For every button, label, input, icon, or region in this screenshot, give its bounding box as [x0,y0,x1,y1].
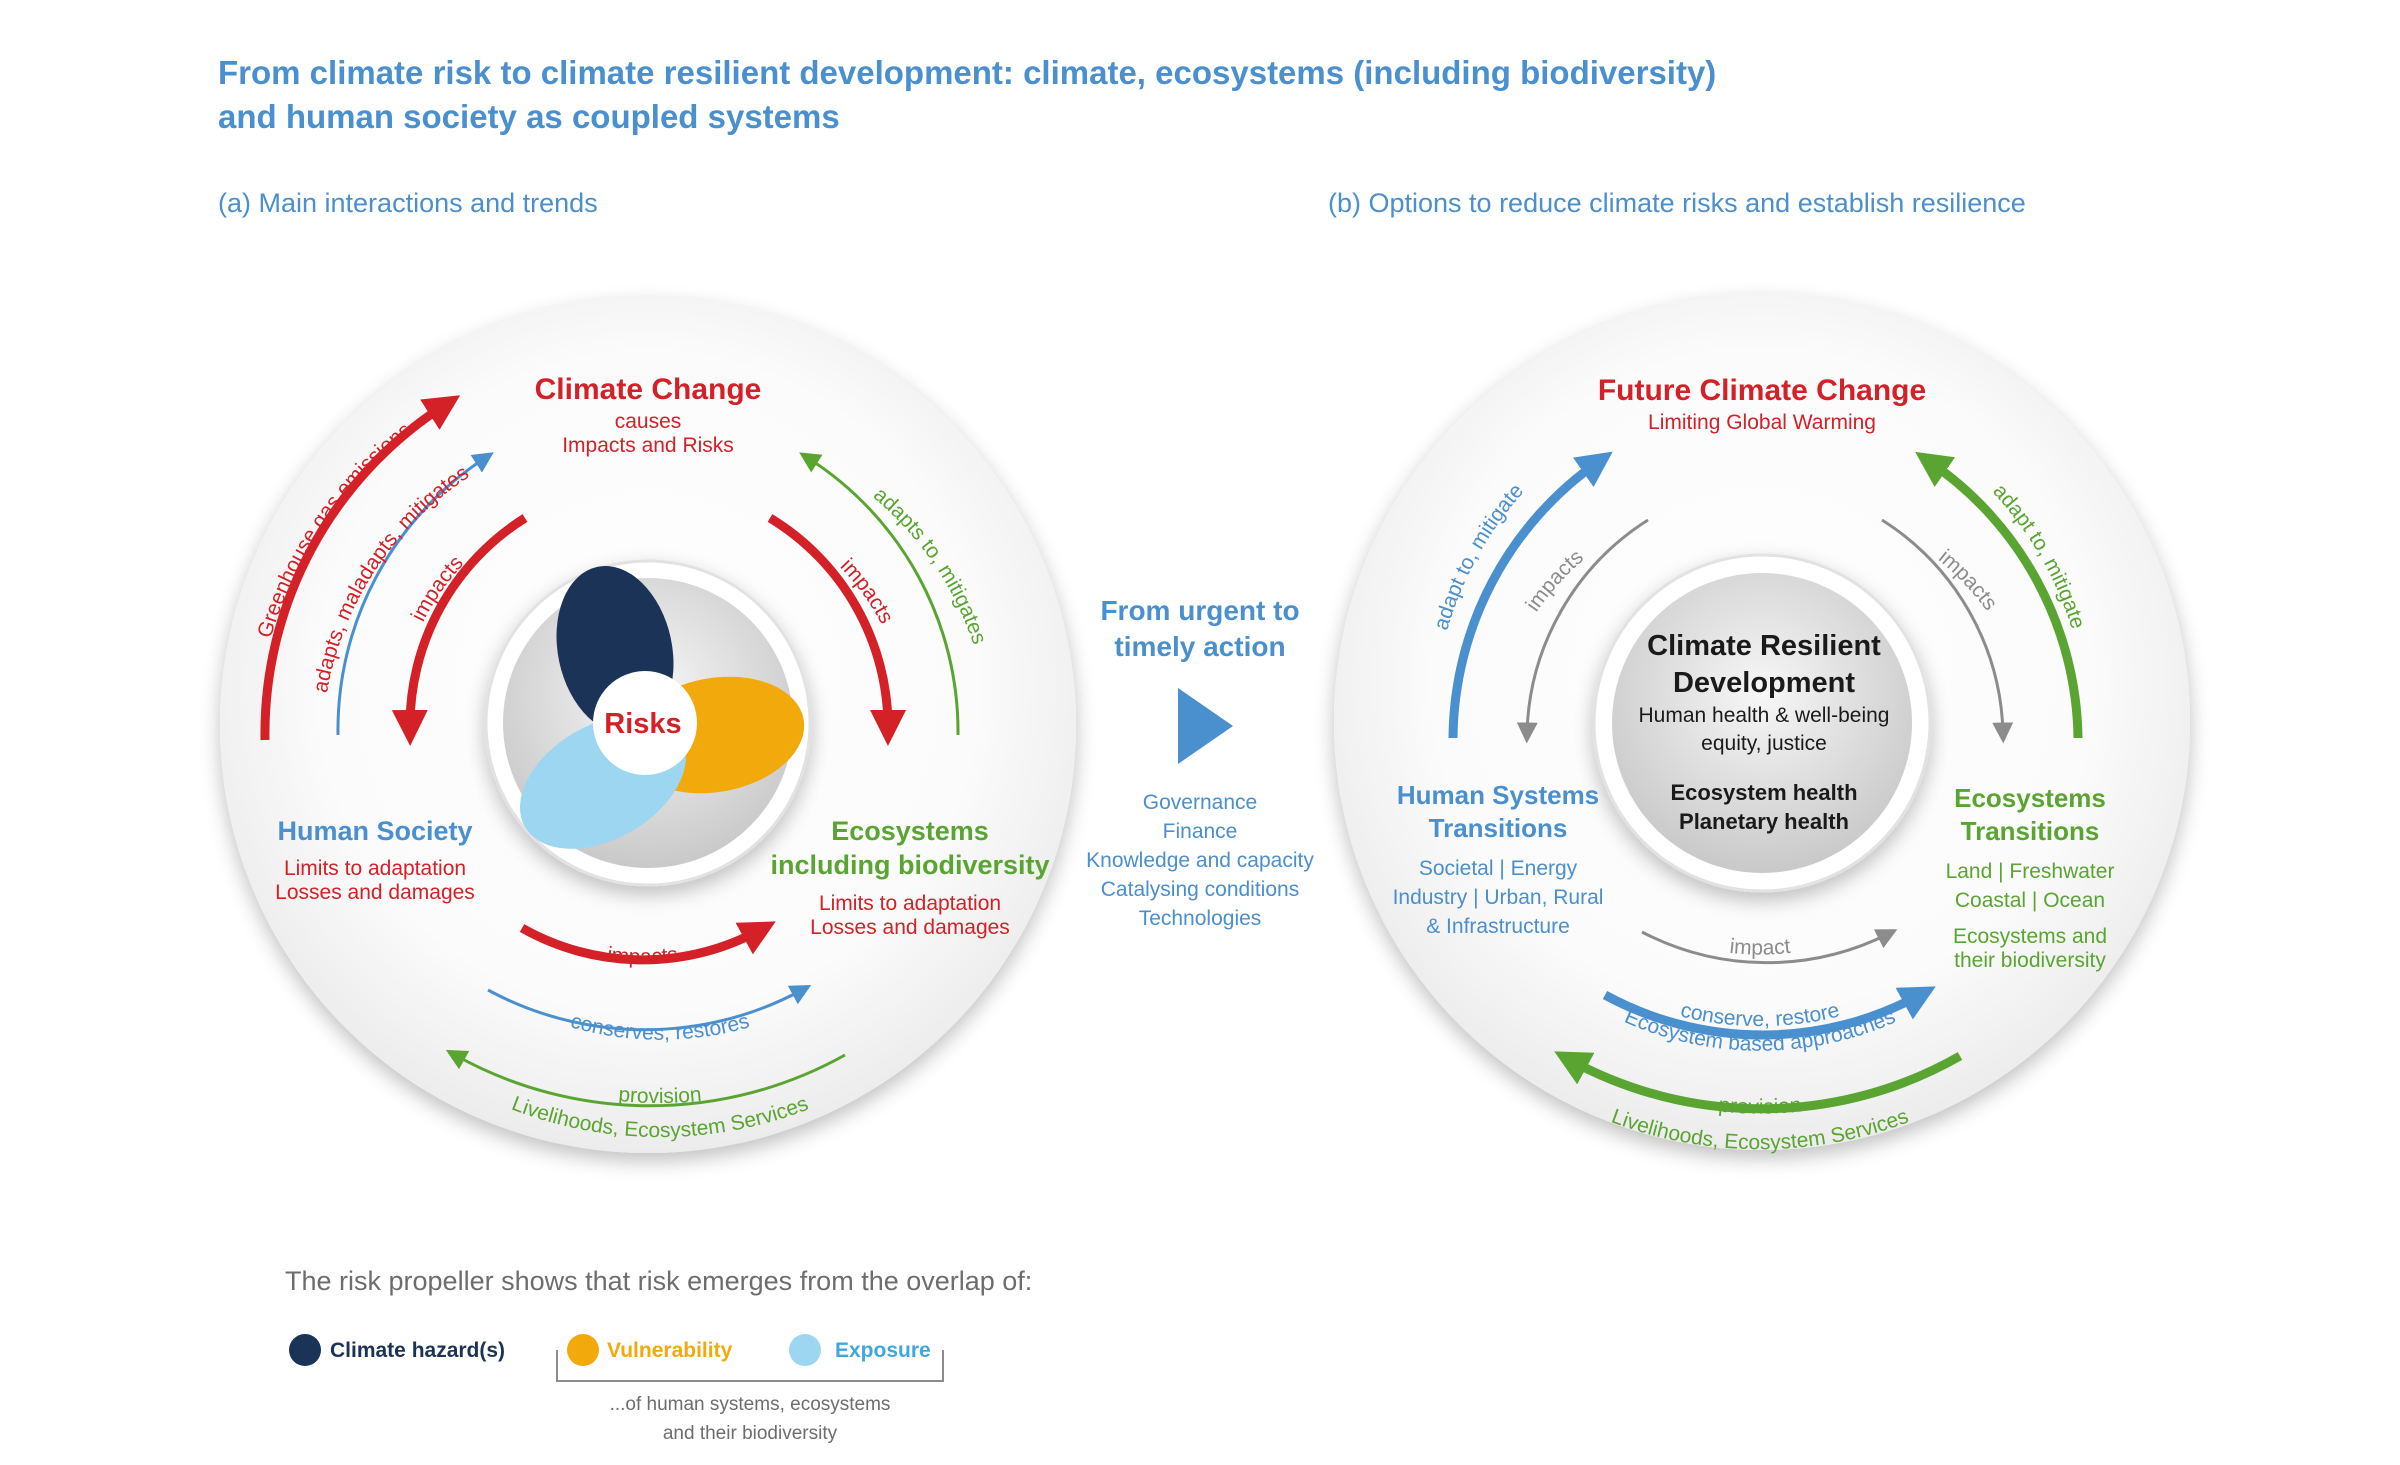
legend-note1: ...of human systems, ecosystems [610,1394,891,1415]
legend: The risk propeller shows that risk emerg… [285,1266,1032,1444]
risks-label: Risks [604,708,681,740]
human-society-line2: Losses and damages [275,881,475,904]
adapts-arrow [336,452,494,736]
eco-transitions-line2: Coastal | Ocean [1955,889,2105,912]
climate-hazard-swatch [289,1334,321,1366]
legend-bracket [556,1350,944,1382]
provision-b-arrow [1554,1051,1963,1114]
middle-item-4: Technologies [1139,907,1262,930]
provision-arrow [445,1049,846,1108]
ecosystems-title1: Ecosystems [831,816,989,846]
legend-vulnerability: Vulnerability [607,1339,733,1362]
climate-change-line1: causes [615,410,682,433]
crd-title1: Climate Resilient [1647,630,1881,662]
eco-transitions-line4: their biodiversity [1954,949,2106,972]
adapt-right-arrow [1915,451,2083,739]
ghg-emissions-arrow [260,395,461,741]
impact-bottom-arrow [1641,929,1898,965]
human-society-title: Human Society [277,816,472,846]
crd-title2: Development [1673,667,1855,699]
crd-line1: Human health & well-being [1639,704,1890,727]
provision-label: provision [618,1083,703,1108]
human-systems-title1: Human Systems [1397,780,1599,810]
middle-item-3: Catalysing conditions [1101,878,1299,901]
panel-a: Risks Climate Change causes Impacts and … [220,297,1076,1153]
provision-b-textpath: provision [1718,1093,1803,1118]
impacts-bottom-textpath: impacts [606,943,680,969]
impact-bottom-label: impact [1729,935,1792,960]
legend-hazard: Climate hazard(s) [330,1339,505,1362]
impacts-left-b-arrow [1516,518,1649,744]
ecosystems-line1: Limits to adaptation [819,892,1001,915]
human-systems-line2: Industry | Urban, Rural [1393,886,1604,909]
middle-title-line2: timely action [1114,631,1285,662]
impacts-bottom-label: impacts [606,943,680,969]
panel-b: Climate Resilient Development Human heal… [1334,294,2190,1154]
vulnerability-swatch [567,1334,599,1366]
impacts-left-arrow [391,514,528,746]
crd-line3: Ecosystem health [1670,780,1857,805]
middle-title-line1: From urgent to [1100,595,1299,626]
eco-transitions-line1: Land | Freshwater [1946,860,2115,883]
impacts-right-arrow [767,514,907,746]
legend-note2: and their biodiversity [663,1423,838,1444]
crd-disc [1612,573,1912,873]
figure-title-line1: From climate risk to climate resilient d… [218,54,1716,91]
eco-transitions-title2: Transitions [1961,816,2100,846]
impact-bottom-textpath: impact [1729,935,1792,960]
adapt-left-arrow [1448,451,1613,739]
eco-transitions-line3: Ecosystems and [1953,925,2107,948]
conserves-arrow [487,985,812,1032]
impacts-bottom-arrow [519,921,776,965]
impacts-right-b-arrow [1881,518,2014,744]
eco-transitions-title1: Ecosystems [1954,783,2106,813]
eco-adapts-arrow [799,452,960,736]
crd-line2: equity, justice [1701,732,1827,755]
play-arrow-icon [1178,688,1233,764]
legend-intro: The risk propeller shows that risk emerg… [285,1266,1032,1296]
exposure-swatch [789,1334,821,1366]
middle-section: From urgent to timely action Governance … [1086,595,1314,930]
future-climate-title: Future Climate Change [1598,374,1926,407]
middle-item-1: Finance [1163,820,1238,843]
crd-line4: Planetary health [1679,809,1849,834]
provision-b-label: provision [1718,1093,1803,1118]
climate-change-title: Climate Change [535,373,762,406]
climate-change-line2: Impacts and Risks [562,434,734,457]
human-society-line1: Limits to adaptation [284,857,466,880]
ecosystems-line2: Losses and damages [810,916,1010,939]
legend-exposure: Exposure [835,1339,931,1362]
ecosystems-title2: including biodiversity [770,850,1049,880]
human-systems-line3: & Infrastructure [1426,915,1570,938]
conserve-arrow [1602,986,1936,1040]
human-systems-line1: Societal | Energy [1419,857,1578,880]
panel-a-label: (a) Main interactions and trends [218,188,598,218]
risk-center [593,671,697,775]
middle-item-0: Governance [1143,791,1257,814]
figure-title-line2: and human society as coupled systems [218,98,840,135]
middle-item-2: Knowledge and capacity [1086,849,1314,872]
human-systems-title2: Transitions [1429,813,1568,843]
future-climate-sub: Limiting Global Warming [1648,411,1876,434]
risk-propeller [520,566,805,849]
panel-b-label: (b) Options to reduce climate risks and … [1328,188,2026,218]
provision-textpath: provision [618,1083,703,1108]
